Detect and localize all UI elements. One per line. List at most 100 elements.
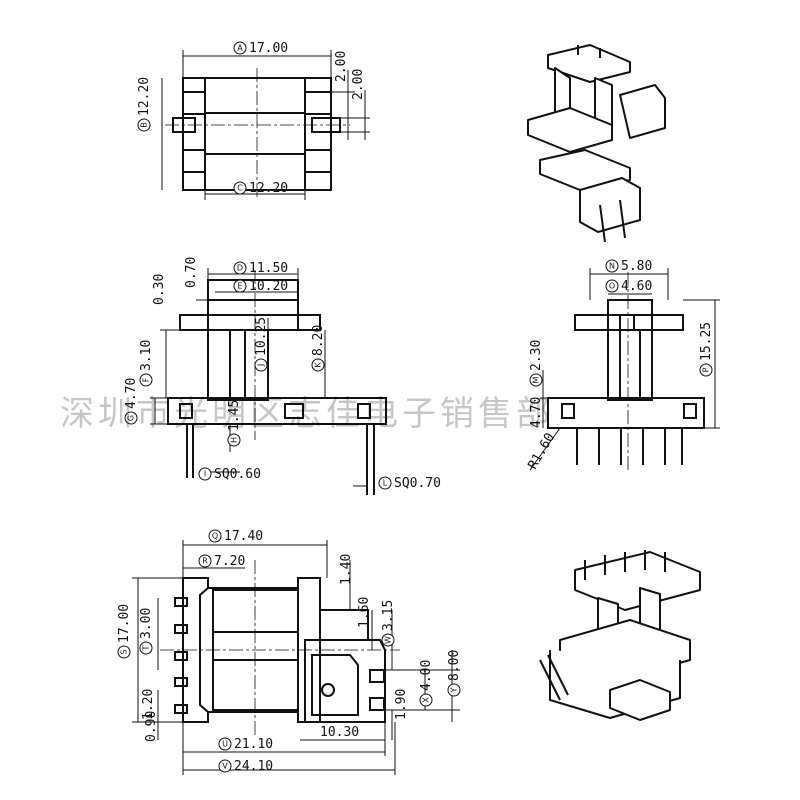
- dim-ref-circle-bottom-8: [381, 633, 395, 647]
- dim-ref-letter-top-0: A: [237, 44, 243, 53]
- dim-value-top-0: 17.00: [249, 41, 288, 56]
- dim-value-front-9: SQ0.60: [214, 467, 261, 482]
- dim-ref-circle-side-0: [605, 259, 619, 273]
- dim-top-4: 2.00: [351, 69, 366, 100]
- dim-ref-circle-top-0: [233, 41, 247, 55]
- dim-side-0: N 5.80: [605, 259, 652, 274]
- dim-top-0: A 17.00: [233, 41, 288, 56]
- dim-ref-circle-bottom-3: [139, 641, 153, 655]
- dim-front-5: G4.70: [124, 378, 139, 425]
- dim-ref-letter-bottom-8: W: [384, 636, 393, 644]
- dim-bottom-4: 1.20: [141, 689, 156, 720]
- dim-value-side-2: 2.30: [529, 340, 544, 371]
- dim-ref-letter-side-0: N: [609, 262, 615, 271]
- dim-ref-circle-front-7: [254, 358, 268, 372]
- dim-value-bottom-3: 3.00: [139, 608, 154, 639]
- dim-side-4: P15.25: [699, 322, 714, 377]
- dim-front-6: H 1.45: [227, 400, 242, 447]
- dim-ref-letter-front-8: K: [314, 362, 323, 368]
- dim-ref-circle-front-6: [227, 433, 241, 447]
- dim-bottom-11: 1.90: [394, 689, 409, 720]
- top-view: [161, 50, 370, 200]
- dim-top-3: 2.00: [334, 51, 349, 82]
- dim-side-1: O 4.60: [605, 279, 652, 294]
- dim-ref-circle-side-2: [529, 373, 543, 387]
- dim-value-front-1: 10.20: [249, 279, 288, 294]
- front-view: [150, 268, 387, 495]
- dim-ref-circle-front-0: [233, 261, 247, 275]
- dim-bottom-8: W 3.15: [381, 600, 396, 647]
- dim-ref-letter-front-0: D: [237, 264, 243, 273]
- dim-ref-letter-front-4: F: [142, 377, 151, 382]
- dim-front-7: J10.25: [254, 317, 269, 372]
- dim-ref-letter-front-6: H: [230, 437, 239, 443]
- dim-bottom-12: 10.30: [320, 725, 359, 740]
- dim-ref-circle-bottom-13: [218, 737, 232, 751]
- iso-view-upper: [527, 44, 666, 243]
- dim-ref-circle-side-1: [605, 279, 619, 293]
- dim-ref-circle-front-4: [139, 373, 153, 387]
- side-view: [529, 268, 720, 471]
- dim-ref-circle-top-2: [233, 181, 247, 195]
- dim-bottom-9: X4.00: [419, 660, 434, 707]
- dim-value-side-4: 15.25: [699, 322, 714, 361]
- dim-value-front-7: 10.25: [254, 317, 269, 356]
- dim-value-front-3: 0.30: [152, 274, 167, 305]
- dim-value-bottom-2: 17.00: [117, 604, 132, 643]
- iso-view-lower: [539, 550, 701, 721]
- dim-top-1: B12.20: [137, 77, 152, 132]
- bottom-view: [132, 540, 460, 775]
- dim-value-bottom-1: 7.20: [214, 554, 245, 569]
- dim-value-bottom-13: 21.10: [234, 737, 273, 752]
- dim-value-side-0: 5.80: [621, 259, 652, 274]
- dim-ref-circle-bottom-9: [419, 693, 433, 707]
- dim-ref-letter-bottom-14: V: [222, 762, 228, 771]
- watermark-text: 深圳市光明区志佳电子销售部: [60, 394, 554, 434]
- dim-ref-letter-side-2: M: [532, 376, 541, 383]
- dim-ref-circle-top-1: [137, 118, 151, 132]
- dim-value-front-6: 1.45: [227, 400, 242, 431]
- dim-bottom-5: 0.90: [144, 711, 159, 742]
- dim-ref-circle-bottom-1: [198, 554, 212, 568]
- dim-ref-circle-front-1: [233, 279, 247, 293]
- dim-value-side-1: 4.60: [621, 279, 652, 294]
- dim-value-front-5: 4.70: [124, 378, 139, 409]
- dim-side-5: R1.60: [525, 431, 558, 472]
- dim-value-bottom-12: 10.30: [320, 725, 359, 740]
- dim-value-front-8: 8.20: [311, 325, 326, 356]
- dim-value-bottom-8: 3.15: [381, 600, 396, 631]
- dim-value-side-5: R1.60: [525, 431, 558, 472]
- dim-ref-letter-bottom-0: Q: [212, 532, 218, 541]
- dim-front-8: K 8.20: [311, 325, 326, 372]
- dim-ref-letter-top-1: B: [140, 122, 149, 128]
- dim-value-bottom-5: 0.90: [144, 711, 159, 742]
- dim-bottom-2: S 17.00: [117, 604, 132, 659]
- dim-ref-letter-side-1: O: [609, 282, 615, 291]
- dim-ref-circle-front-9: [198, 467, 212, 481]
- dim-ref-circle-bottom-2: [117, 645, 131, 659]
- dim-ref-letter-bottom-3: T: [142, 645, 151, 651]
- dim-ref-circle-side-4: [699, 363, 713, 377]
- dim-bottom-7: 1.60: [357, 597, 372, 628]
- dim-bottom-6: 1.40: [339, 554, 354, 585]
- dim-value-bottom-11: 1.90: [394, 689, 409, 720]
- dim-value-front-10: SQ0.70: [394, 476, 441, 491]
- dim-ref-circle-bottom-14: [218, 759, 232, 773]
- dim-side-3: 4.70: [529, 397, 544, 428]
- dim-value-top-2: 12.20: [249, 181, 288, 196]
- dim-ref-circle-bottom-0: [208, 529, 222, 543]
- dim-value-bottom-6: 1.40: [339, 554, 354, 585]
- dim-ref-letter-bottom-2: S: [120, 649, 129, 654]
- dim-ref-circle-bottom-10: [447, 683, 461, 697]
- dim-value-bottom-9: 4.00: [419, 660, 434, 691]
